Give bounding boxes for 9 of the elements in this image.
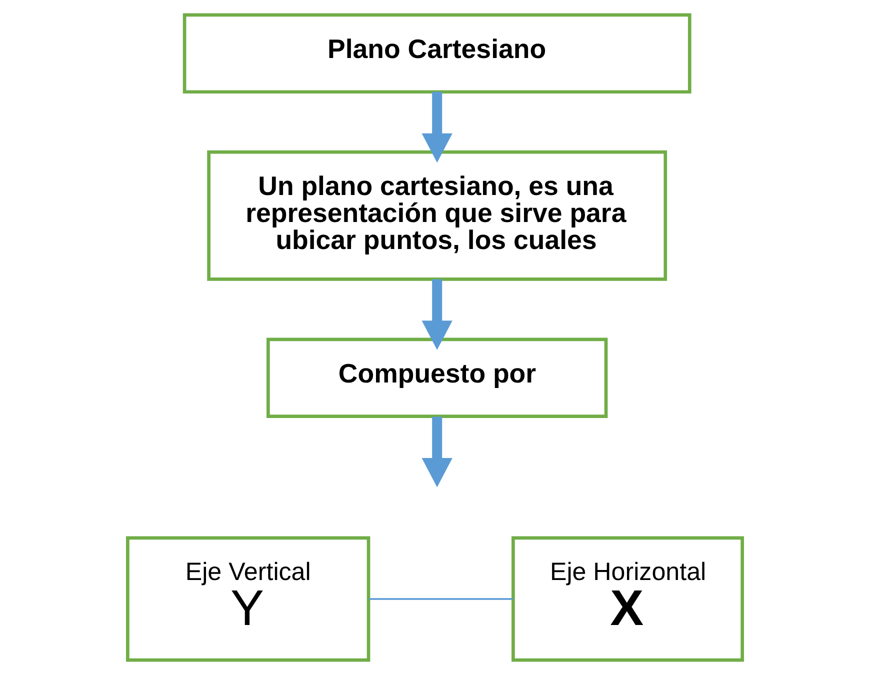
node-box: Compuesto por xyxy=(266,338,608,418)
node-box: Eje Horizontal X xyxy=(511,536,744,662)
node-box: Eje Vertical Y xyxy=(126,536,370,662)
arrow xyxy=(421,92,452,163)
arrow xyxy=(421,416,452,488)
arrow xyxy=(421,279,452,350)
connector xyxy=(368,598,513,600)
node-box: Plano Cartesiano xyxy=(182,13,691,94)
node-box: Un plano cartesiano, es una representación que sirve para ubicar puntos, los cuales xyxy=(206,150,667,281)
